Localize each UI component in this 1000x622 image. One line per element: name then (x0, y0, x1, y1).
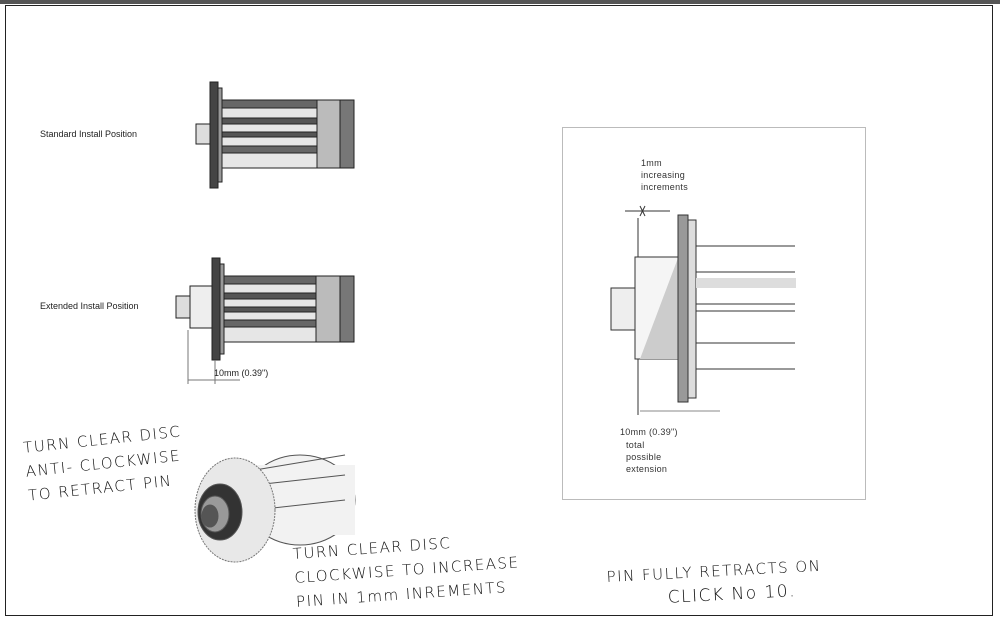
extended-position-label: Extended Install Position (40, 301, 139, 311)
extension-dimension-label: 10mm (0.39") (620, 427, 678, 437)
scan-edge (0, 0, 1000, 4)
note-line: increments (641, 182, 689, 192)
extension-note: total possible extension (626, 439, 667, 475)
note-line: 1mm (641, 158, 662, 168)
note-line: possible (626, 452, 662, 462)
page-border (5, 5, 993, 616)
note-line: increasing (641, 170, 686, 180)
note-line: extension (626, 464, 668, 474)
increment-note: 1mm increasing increments (641, 157, 688, 193)
extended-dimension-label: 10mm (0.39") (214, 368, 269, 378)
extension-detail-panel (562, 127, 866, 500)
3d-part-illustration (194, 454, 356, 563)
standard-position-label: Standard Install Position (40, 129, 138, 139)
note-line: total (626, 440, 645, 450)
standard-position-part (195, 81, 355, 189)
extended-position-part (175, 257, 355, 384)
extension-detail-drawing (610, 205, 796, 415)
